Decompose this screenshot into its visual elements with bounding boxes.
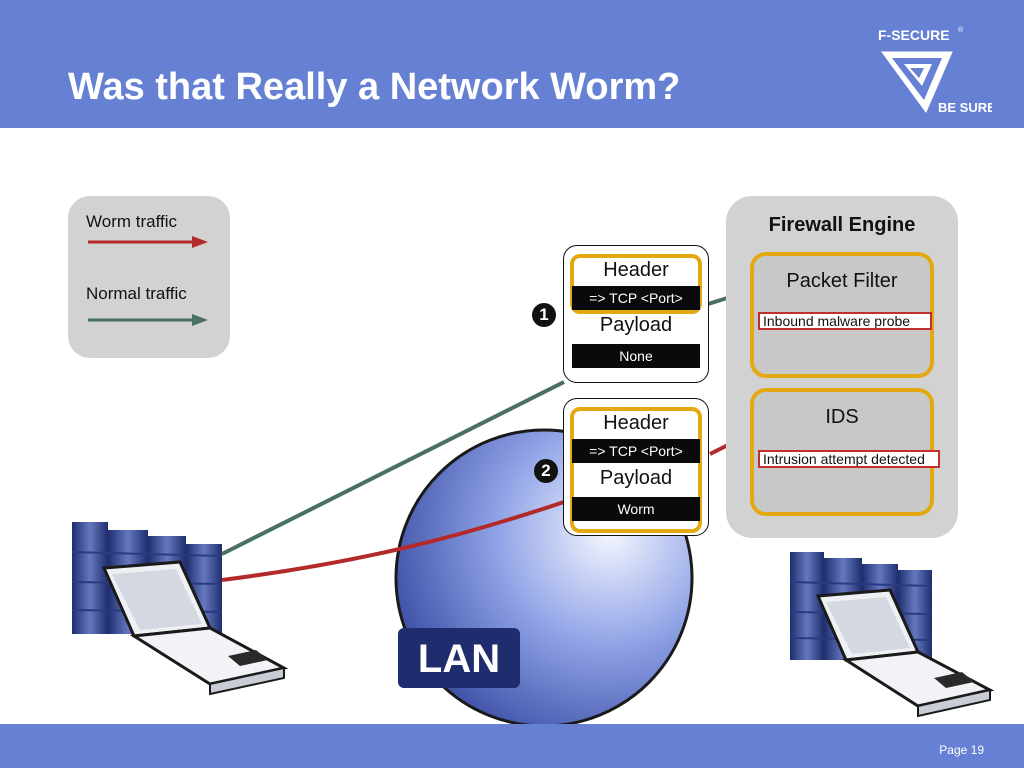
slide-title: Was that Really a Network Worm? [68, 66, 681, 108]
firewall-engine: Firewall Engine Packet Filter Inbound ma… [726, 196, 958, 538]
logo-brand: F-SECURE [878, 27, 950, 43]
page-number: Page 19 [939, 743, 984, 757]
target-computer [789, 552, 995, 718]
ids-alert: Intrusion attempt detected [758, 450, 940, 468]
laptop-icon [101, 560, 289, 696]
packet-filter-alert: Inbound malware probe [758, 312, 932, 330]
ids-module: IDS Intrusion attempt detected [750, 388, 940, 516]
footer-bar [0, 724, 1024, 768]
worm-traffic-line [221, 500, 565, 582]
f-secure-logo-icon: F-SECURE ® BE SURE. [878, 26, 992, 115]
packet-filter-title: Packet Filter [786, 270, 898, 292]
ids-title: IDS [825, 406, 859, 428]
logo-tagline: BE SURE. [938, 100, 992, 115]
packet-filter-module: Packet Filter Inbound malware probe [750, 252, 934, 378]
legend-label-worm-traffic: Worm traffic [86, 212, 177, 231]
firewall-engine-title: Firewall Engine [768, 214, 916, 236]
normal-traffic-line [221, 380, 565, 556]
packet-frame [570, 407, 702, 533]
packet-payload-label: Payload [599, 467, 673, 489]
packet-number-badge: 2 [534, 459, 558, 483]
packet-header-label: Header [603, 412, 669, 434]
legend-label-normal-traffic: Normal traffic [86, 284, 187, 303]
packet-2: Header => TCP <Port> Payload Worm [563, 398, 709, 536]
lan-label-box [398, 628, 520, 688]
title-bar [0, 0, 1024, 128]
packet-header-value: => TCP <Port> [572, 286, 700, 310]
legend-swatch-worm-traffic [88, 236, 208, 248]
legend: Worm traffic Normal traffic [68, 196, 230, 358]
packet-header-label: Header [603, 259, 669, 281]
laptop-icon [815, 588, 995, 718]
legend-swatch-normal-traffic [88, 314, 208, 326]
packet-payload-value: None [572, 344, 700, 368]
packet-payload-label: Payload [599, 314, 673, 336]
packet-header-value: => TCP <Port> [572, 439, 700, 463]
packet-header-frame [570, 254, 702, 314]
packet-number-badge: 1 [532, 303, 556, 327]
lan-label: LAN [418, 637, 500, 681]
packet-payload-value: Worm [572, 497, 700, 521]
source-computer [71, 522, 289, 696]
logo-registered: ® [958, 26, 964, 34]
packet-1: Header => TCP <Port> Payload None [563, 245, 709, 383]
